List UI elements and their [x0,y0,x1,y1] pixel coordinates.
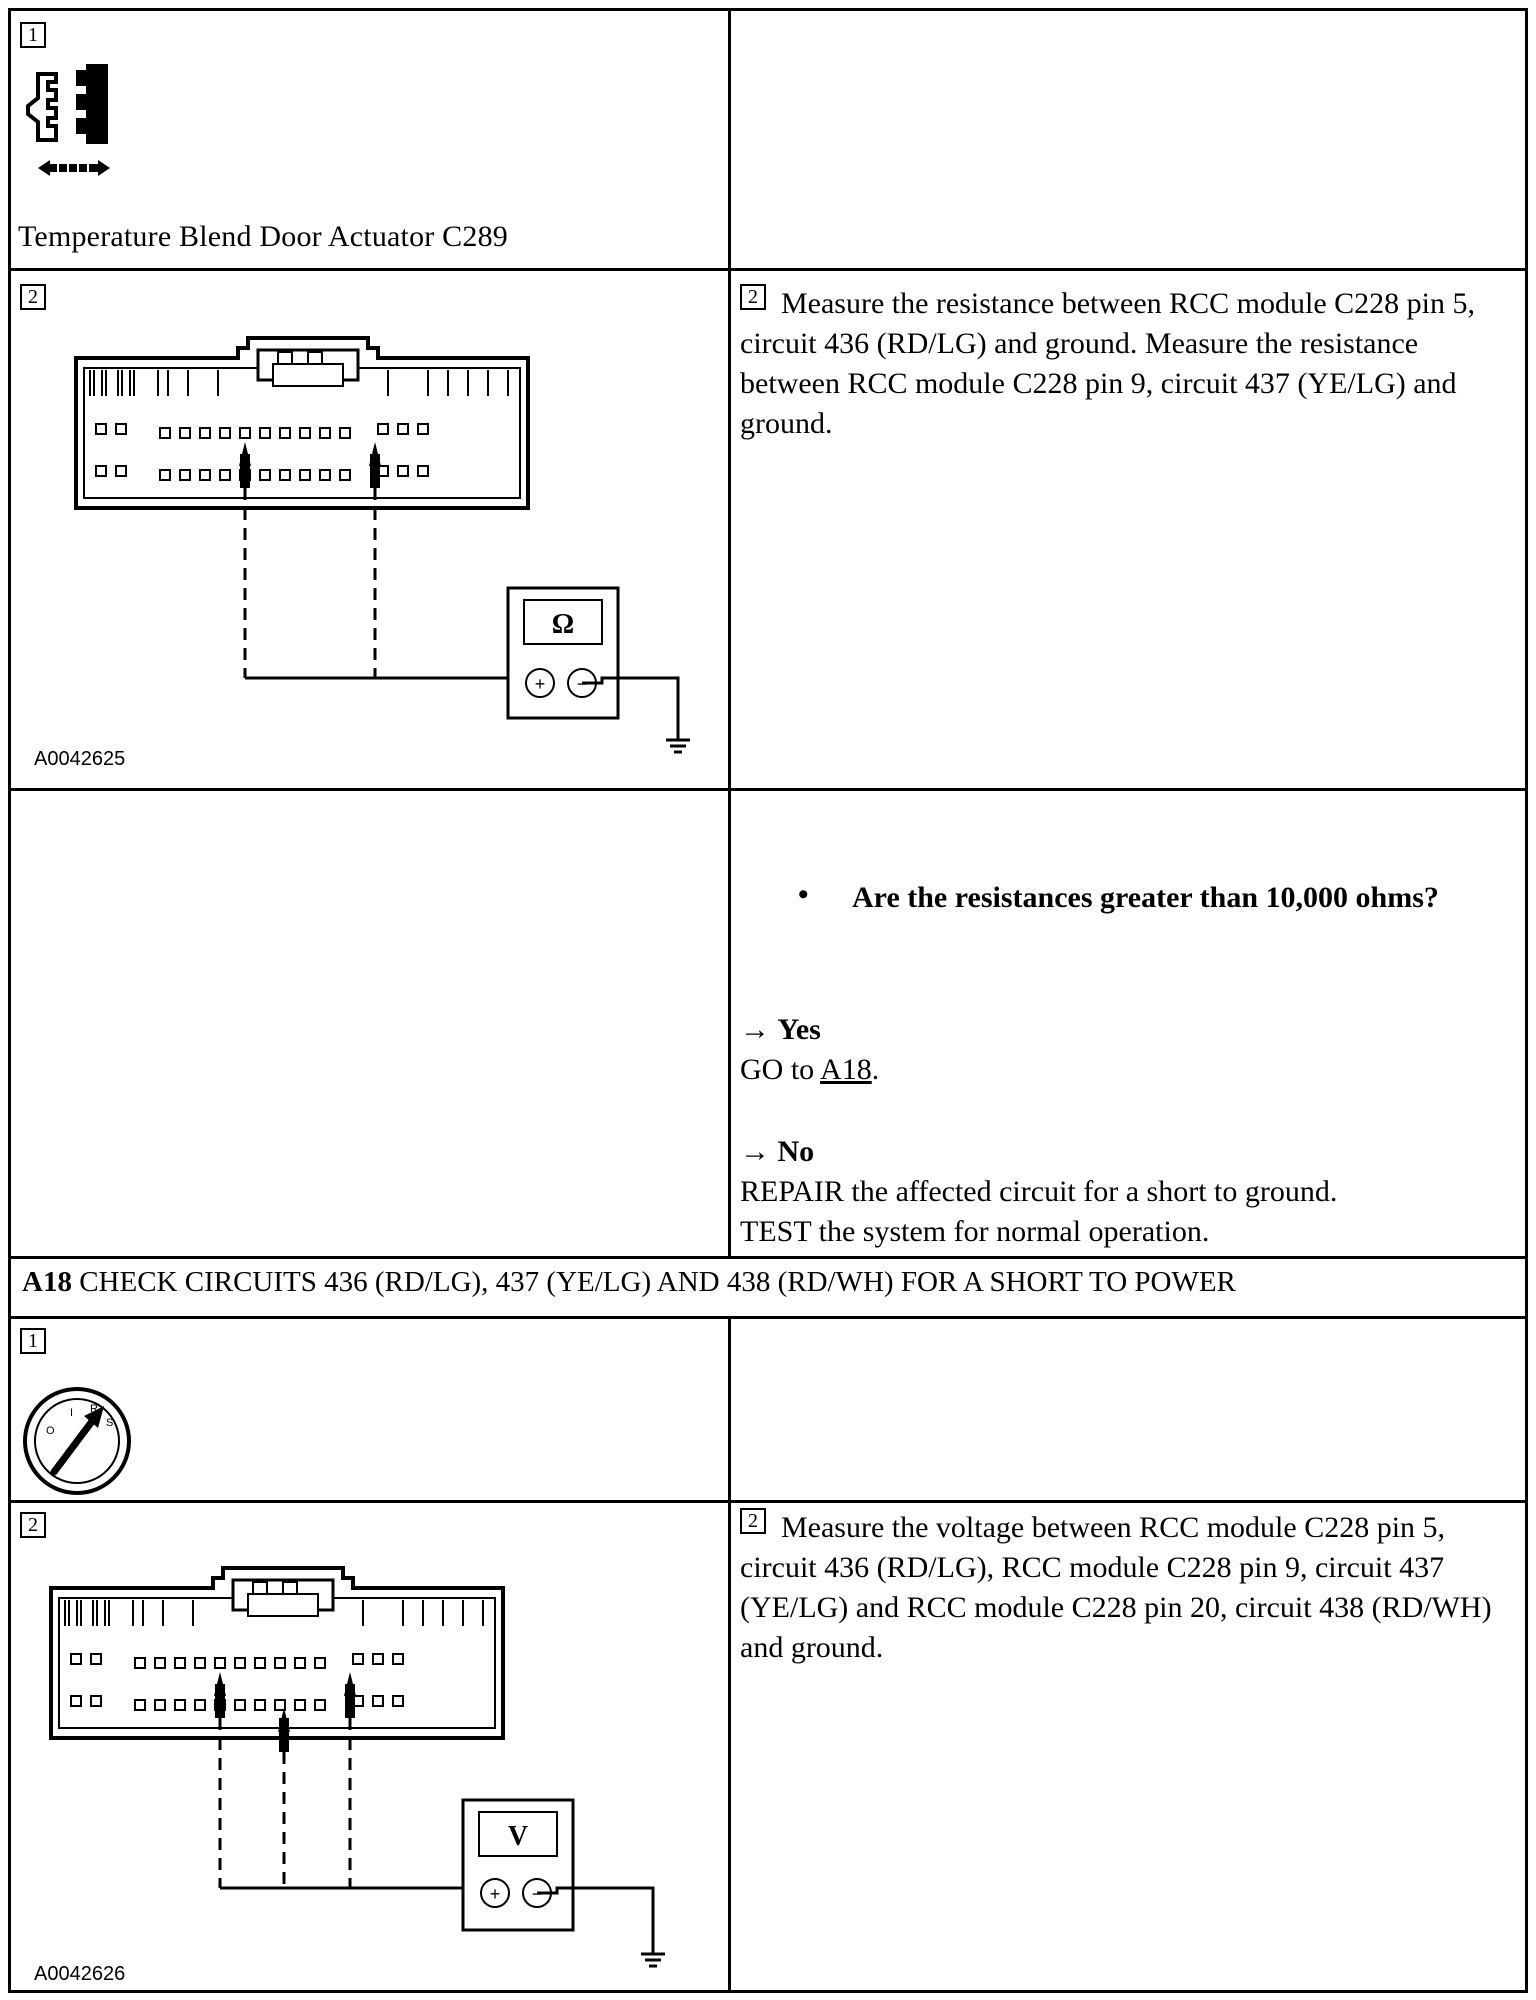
column-divider [728,8,731,1258]
row-divider [8,268,1528,271]
step-number-box: 1 [20,22,46,48]
question-text: Are the resistances greater than 10,000 … [852,881,1439,914]
connector-caption: Temperature Blend Door Actuator C289 [18,220,508,253]
arrow-icon: → [740,1135,770,1168]
row-divider [8,1316,1528,1319]
ohm-symbol: Ω [552,609,574,640]
row-divider [8,1256,1528,1259]
a18-section-header: A18 CHECK CIRCUITS 436 (RD/LG), 437 (YE/… [22,1266,1236,1299]
voltage-symbol: V [508,1821,528,1852]
svg-text:O: O [46,1425,55,1437]
step-number-box: 2 [20,284,46,310]
instruction-block: 2 Measure the resistance between RCC mod… [740,284,1476,440]
yes-branch: → Yes GO to A18. [740,1013,880,1086]
svg-text:S: S [106,1417,113,1429]
figure-code: A0042626 [34,1963,126,1985]
yes-label: Yes [777,1013,821,1046]
plus-terminal: + [535,674,546,694]
svg-text:R: R [90,1403,98,1415]
row-divider [8,788,1528,791]
resistance-measurement-diagram: Ω + − [74,336,690,754]
step-number-box: 1 [20,1328,46,1354]
svg-text:I: I [70,1407,73,1419]
goto-a18-link[interactable]: A18 [820,1053,872,1086]
row-divider [8,1500,1528,1503]
plus-terminal: + [490,1884,501,1904]
bullet: • [798,878,809,911]
figure-code: A0042625 [34,748,126,770]
diagnostic-procedure-document: 1 Temperature Blend Door Actuator C289 2 [8,8,1528,1993]
arrow-icon: → [740,1013,770,1046]
a18-title: CHECK CIRCUITS 436 (RD/LG), 437 (YE/LG) … [79,1266,1236,1298]
step-number-box: 2 [20,1512,46,1538]
instruction-block: 2 Measure the voltage between RCC module… [740,1508,1492,1664]
no-branch: → No REPAIR the affected circuit for a s… [740,1135,1338,1248]
no-label: No [777,1135,815,1168]
ignition-switch-icon: O I R S [23,1387,131,1495]
instruction-text: Measure the resistance between RCC modul… [740,287,1476,440]
voltage-measurement-diagram: V + − [49,1566,665,1968]
instruction-text: Measure the voltage between RCC module C… [740,1511,1492,1664]
a18-step-id: A18 [22,1266,72,1298]
column-divider [728,1316,731,1993]
document-frame [8,8,1528,1993]
connector-disconnect-icon [26,64,110,176]
